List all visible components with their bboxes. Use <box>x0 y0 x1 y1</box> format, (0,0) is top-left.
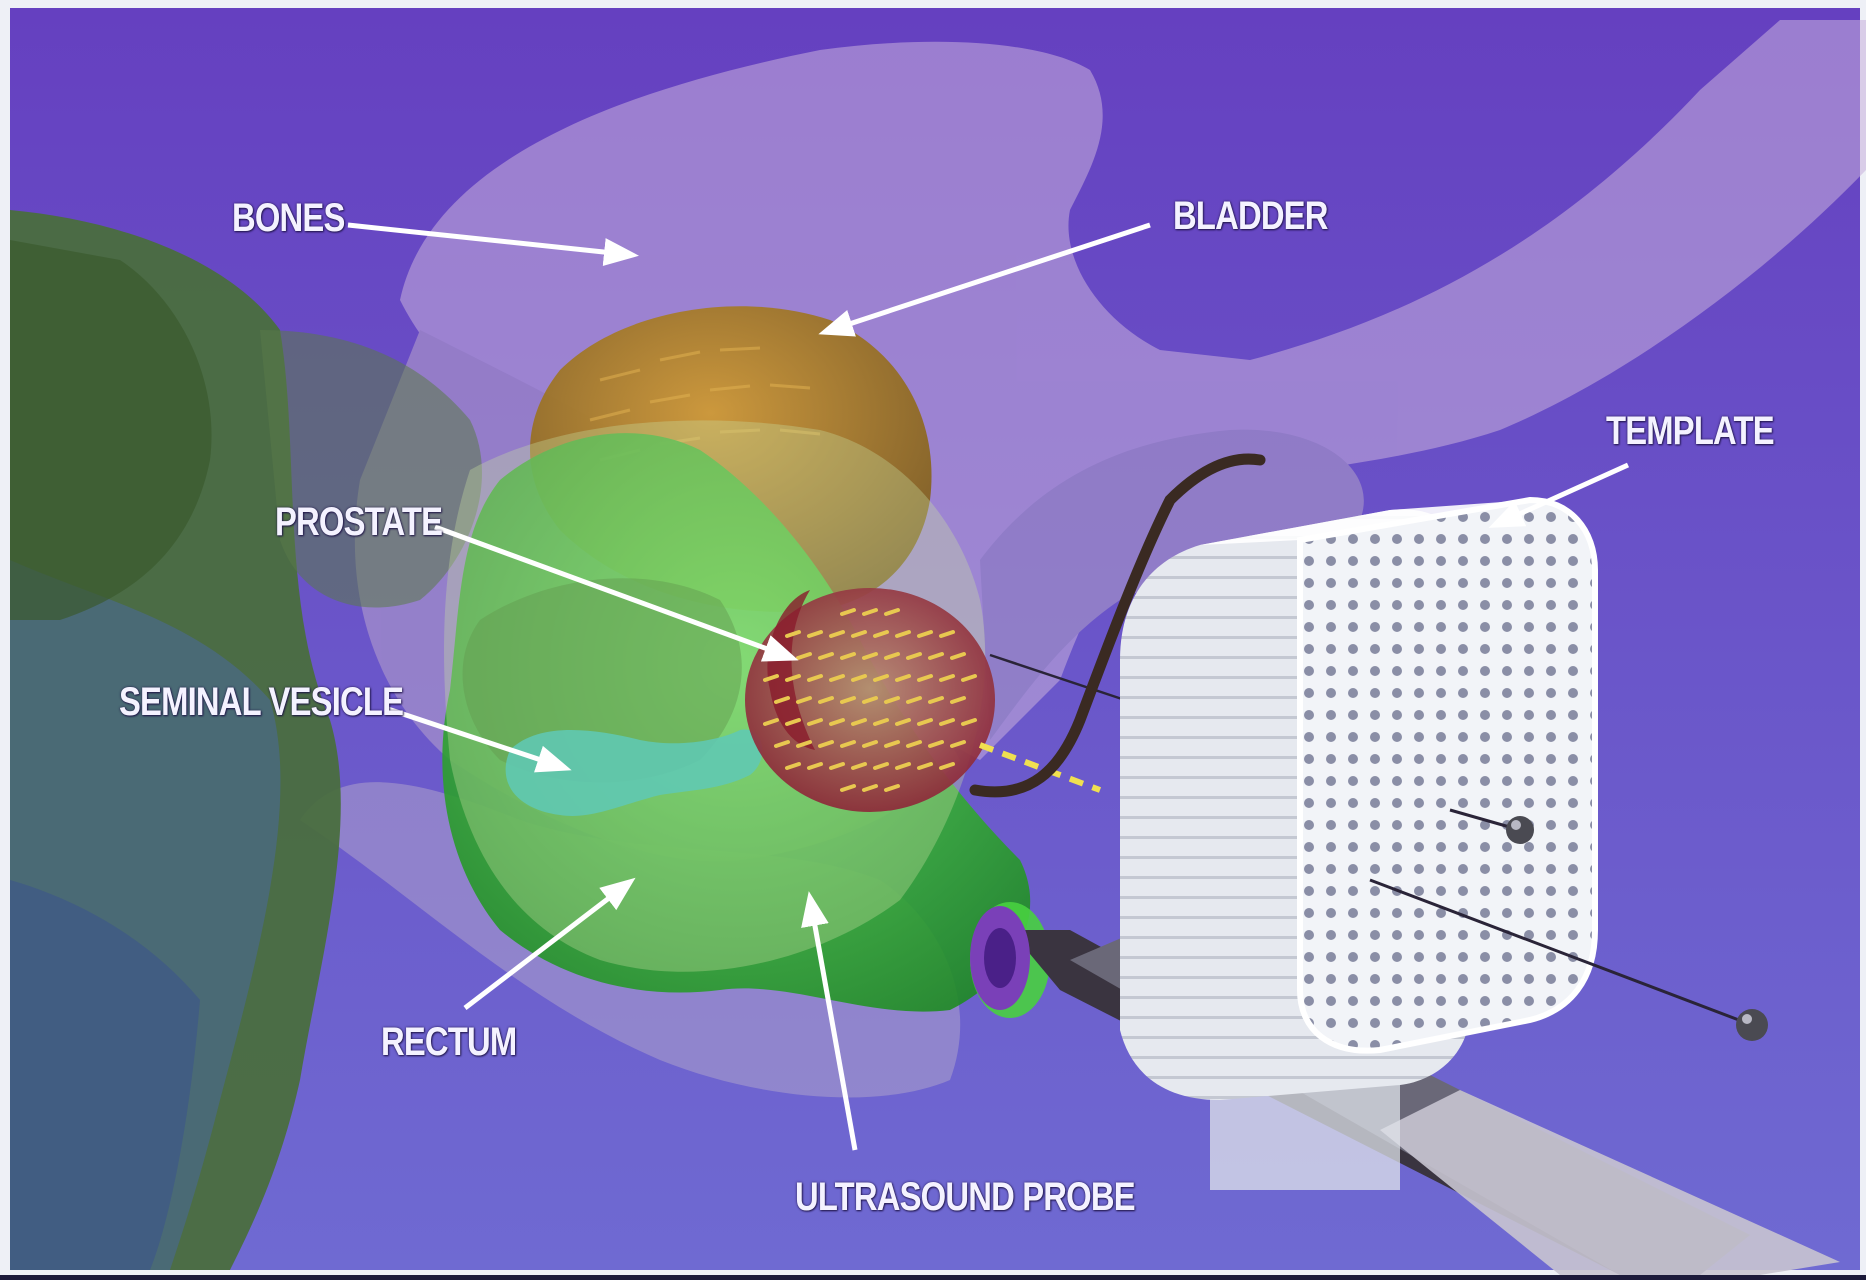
label-ultrasound-probe: ULTRASOUND PROBE <box>795 1175 1135 1220</box>
label-prostate: PROSTATE <box>275 500 442 545</box>
label-rectum: RECTUM <box>381 1020 516 1065</box>
label-bladder: BLADDER <box>1173 194 1328 239</box>
label-seminal-vesicle: SEMINAL VESICLE <box>119 680 403 725</box>
label-bones: BONES <box>232 196 345 241</box>
label-template: TEMPLATE <box>1606 409 1774 454</box>
